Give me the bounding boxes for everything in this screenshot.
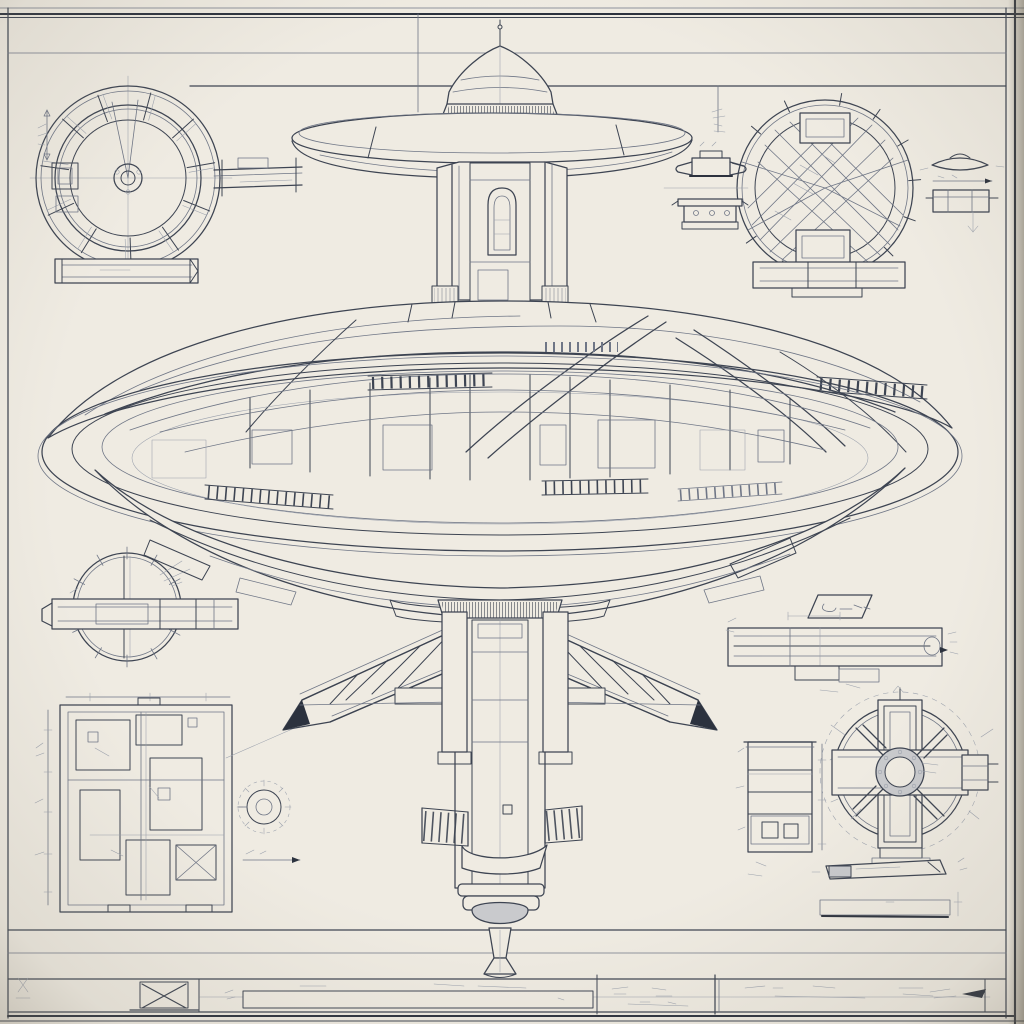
right-edge-shade <box>1008 0 1024 1024</box>
